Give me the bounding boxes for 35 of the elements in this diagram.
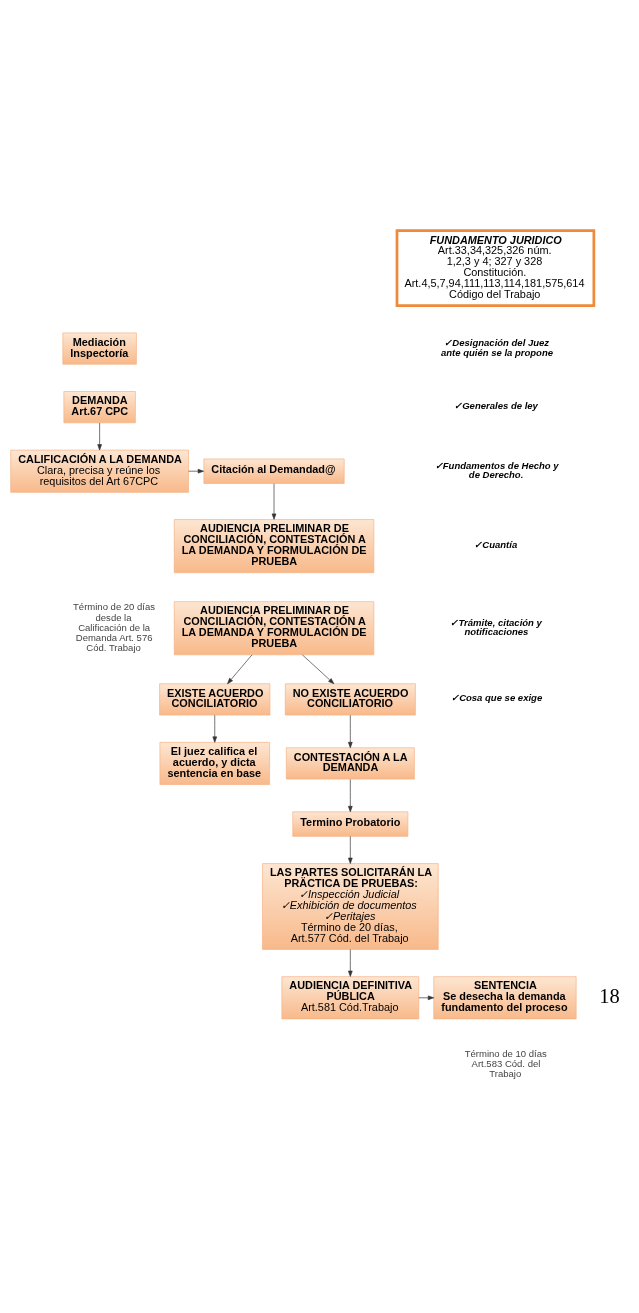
- label: ✓Trámite, citación y notificaciones: [450, 616, 542, 638]
- node-box: EXISTE ACUERDO CONCILIATORIO: [159, 683, 271, 716]
- node-box: Citación al Demandad@: [203, 458, 345, 484]
- arrow: [188, 468, 204, 474]
- node-box: AUDIENCIA PRELIMINAR DE CONCILIACIÓN, CONTESTACIÓN A LA DEMANDA Y FORMULACIÓN DE PRUEBA: [173, 601, 375, 656]
- arrow: [348, 779, 353, 813]
- node-box: Mediación Inspectoría: [62, 332, 137, 365]
- node-box: LAS PARTES SOLICITARÁN LA PRÄCTICA DE PRUEBAS: ✓Inspección Judicial ✓Exhibición de documentos ✓Peritajes Término de 20 días, Art.577 Cód. del Trabajo: [262, 863, 439, 950]
- node-box: DEMANDA Art.67 CPC: [63, 391, 136, 424]
- label: ✓Cuantía: [474, 538, 518, 550]
- arrow: [97, 422, 102, 451]
- arrow: [348, 836, 353, 864]
- arrow: [348, 714, 353, 749]
- node-box: FUNDAMENTO JURIDICO Art.33,34,325,326 núm. 1,2,3 y 4; 327 y 328 Constitución. Art.4,5,7,94,111,113,114,181,575,614 Código del Trabajo: [395, 229, 596, 308]
- node-box: CONTESTACIÓN A LA DEMANDA: [285, 747, 415, 780]
- node-box: El juez califica el acuerdo, y dicta sentencia en base: [159, 742, 270, 785]
- label: ✓Cosa que se exige: [451, 692, 543, 704]
- label: ✓Generales de ley: [454, 400, 538, 412]
- node-box: Termino Probatorio: [292, 811, 409, 837]
- arrow: [348, 949, 353, 977]
- label: ✓Fundamentos de Hecho y de Derecho.: [434, 459, 559, 481]
- node-box: CALIFICACIÓN A LA DEMANDA Clara, precisa y reúne los requisitos del Art 67CPC: [10, 449, 189, 493]
- arrow: [271, 483, 277, 520]
- arrow: [227, 654, 253, 684]
- label: 18: [599, 984, 620, 1007]
- node-box: NO EXISTE ACUERDO CONCILIATORIO: [284, 683, 416, 716]
- label: ✓Designación del Juez ante quién se la propone: [440, 336, 554, 358]
- arrow: [212, 714, 217, 743]
- arrow: [418, 995, 434, 1001]
- node-label: Término de 10 días Art.583 Cód. del Trabajo: [464, 1047, 547, 1079]
- arrow: [302, 654, 335, 684]
- node-label: Término de 20 días desde la Calificación de la Demanda Art. 576 Cód. Trabajo: [73, 601, 156, 654]
- node-box: AUDIENCIA DEFINITIVA PÚBLICA Art.581 Cód.Trabajo: [281, 976, 420, 1020]
- node-box: AUDIENCIA PRELIMINAR DE CONCILIACIÓN, CONTESTACIÓN A LA DEMANDA Y FORMULACIÓN DE PRUEBA: [173, 519, 375, 574]
- node-box: SENTENCIA Se desecha la demanda fundamento del proceso: [433, 976, 577, 1020]
